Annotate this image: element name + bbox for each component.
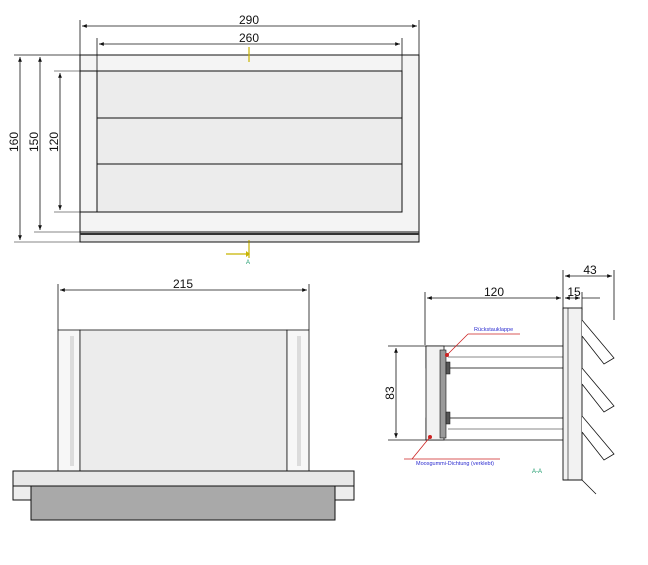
section-flange-plate xyxy=(562,307,583,481)
callout-dot-flap xyxy=(445,353,449,357)
tube-left-wall xyxy=(57,329,81,472)
section-flap-hinge xyxy=(445,361,451,375)
tube-right-highlight xyxy=(297,336,301,466)
section-bottom-lip xyxy=(581,479,597,495)
section-view: 120 15 43 83 Rückstauklappe xyxy=(383,263,615,495)
callout-leader-flap xyxy=(446,333,469,356)
section-flap xyxy=(439,349,447,439)
dim-text-260: 260 xyxy=(239,31,259,45)
tube-left-highlight xyxy=(70,336,74,466)
dim-text-150: 150 xyxy=(27,132,41,152)
callout-leader-seal xyxy=(411,436,431,460)
section-cut-arrowhead xyxy=(246,251,250,257)
callout-text-flap: Rückstauklappe xyxy=(474,327,513,333)
section-title-label: A-A xyxy=(532,469,542,475)
dim-text-120-section: 120 xyxy=(484,285,504,299)
callout-text-seal: Moosgummi-Dichtung (verklebt) xyxy=(416,461,494,467)
section-louver xyxy=(581,367,615,413)
tube-body xyxy=(79,329,288,472)
top-view-flange xyxy=(12,470,355,487)
section-louver xyxy=(581,319,615,365)
top-view-base xyxy=(30,485,336,521)
dim-text-215: 215 xyxy=(173,277,193,291)
front-inner-frame xyxy=(96,70,403,213)
dim-text-83: 83 xyxy=(383,386,397,400)
dim-text-120: 120 xyxy=(47,132,61,152)
dim-text-43: 43 xyxy=(583,263,597,277)
section-louver xyxy=(581,415,615,461)
dim-text-160: 160 xyxy=(7,132,21,152)
callout-dot-seal xyxy=(428,435,432,439)
section-marker-label: A xyxy=(246,260,250,266)
dim-text-290: 290 xyxy=(239,13,259,27)
top-view: 215 xyxy=(12,277,355,521)
dim-text-15: 15 xyxy=(567,285,581,299)
front-view: 290 260 A 160 150 120 xyxy=(7,13,420,266)
section-flap-hinge xyxy=(445,411,451,425)
